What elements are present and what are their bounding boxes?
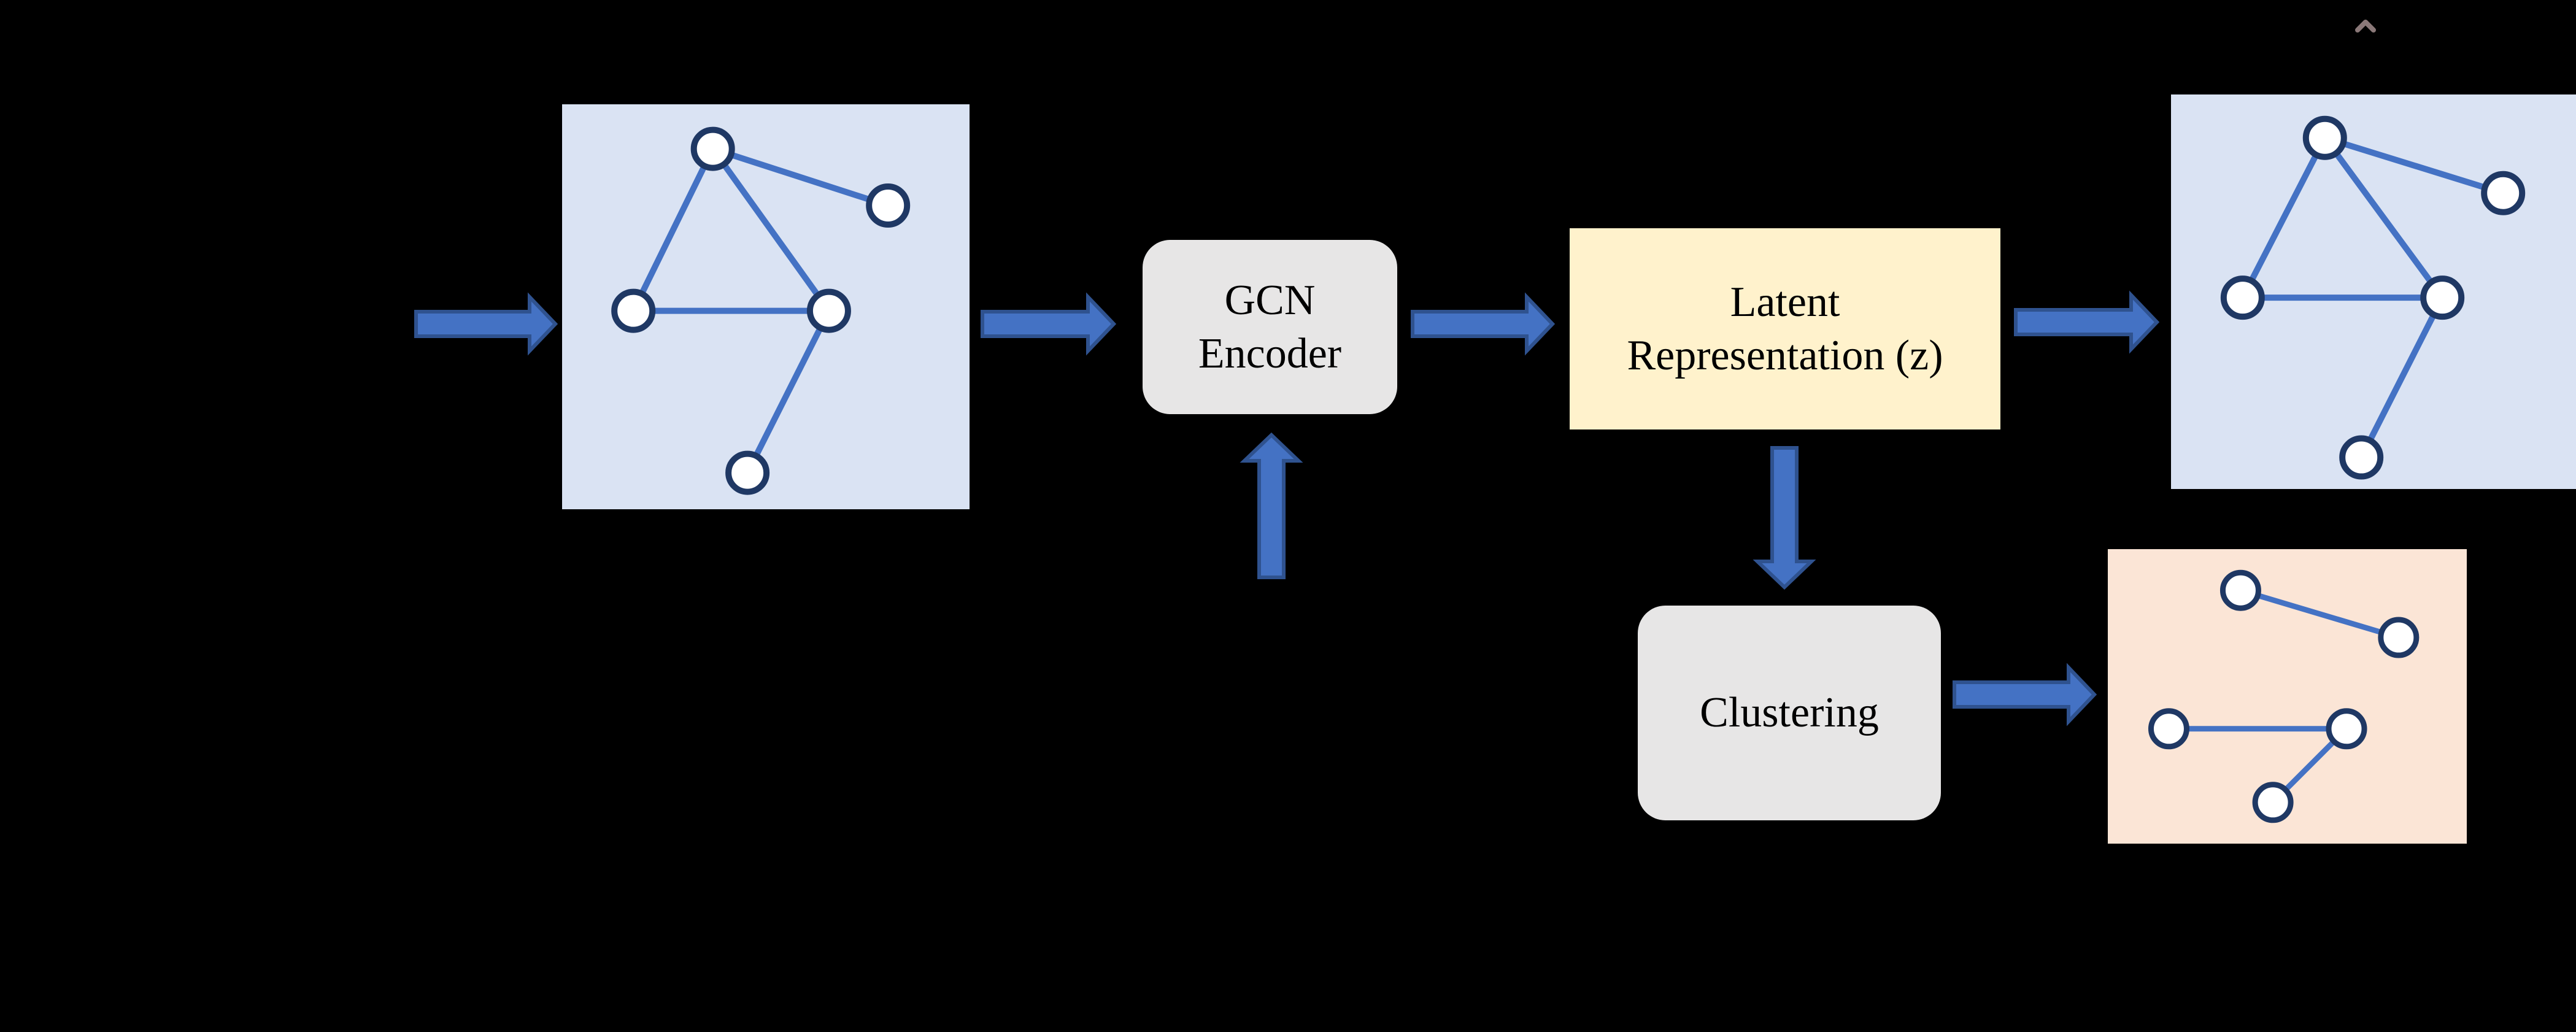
graph-node [725, 450, 770, 495]
graph-node [2252, 782, 2294, 823]
graph-node [806, 288, 851, 333]
graph-node [2326, 708, 2367, 750]
graph-node [690, 126, 735, 171]
block-arrow-shape [981, 292, 1117, 356]
graph-edge [710, 147, 831, 313]
graph-edge [630, 147, 716, 312]
latent-label-line2: Representation (z) [1627, 332, 1943, 379]
graph-edge [2324, 134, 2504, 196]
graph-to-encoder-arrow [981, 292, 1117, 356]
graph-edge [744, 309, 832, 474]
graph-node [2481, 171, 2526, 215]
block-arrow-shape [1753, 446, 1816, 590]
graph-node [2302, 115, 2347, 160]
block-arrow-shape [1953, 663, 2097, 726]
graph-edge [2358, 296, 2445, 459]
latent-representation-box: Latent Representation (z) [1570, 228, 2000, 429]
latent-label-line1: Latent [1730, 278, 1840, 326]
graph-node [2220, 275, 2265, 320]
latent-to-clustering-arrow [1753, 446, 1816, 590]
clusters-graph-panel [2108, 549, 2467, 844]
graph-node [2420, 275, 2465, 320]
block-arrow-shape [2014, 290, 2160, 354]
clustering-to-clusters-arrow [1953, 663, 2097, 726]
latent-representation-label: Latent Representation (z) [1627, 275, 1943, 383]
clustering-box: Clustering [1638, 606, 1941, 820]
graph-node [2339, 435, 2384, 480]
clustering-label: Clustering [1700, 686, 1879, 740]
block-arrow-shape [1240, 432, 1303, 579]
gcn-encoder-label-line1: GCN [1224, 276, 1316, 324]
reconstructed-graph-panel [2171, 94, 2576, 489]
graph-node [2378, 617, 2420, 658]
graph-edge [712, 145, 889, 209]
scroll-up-chevron-icon[interactable] [2355, 18, 2376, 33]
gcn-encoder-label-line2: Encoder [1198, 330, 1342, 377]
graph-node [611, 288, 656, 333]
clustering-label-line1: Clustering [1700, 689, 1879, 737]
graph-node [866, 183, 911, 228]
gcn-encoder-box: GCN Encoder [1143, 240, 1397, 414]
input-arrow [414, 292, 558, 356]
features-to-encoder-arrow [1240, 432, 1303, 579]
block-arrow-shape [414, 292, 558, 356]
latent-to-reconstructed-arrow [2014, 290, 2160, 354]
gcn-encoder-label: GCN Encoder [1198, 274, 1341, 381]
graph-edge [2240, 587, 2400, 641]
graph-node [2219, 569, 2261, 611]
block-arrow-shape [1411, 292, 1556, 356]
input-graph-panel [562, 104, 970, 509]
graph-node [2148, 708, 2189, 750]
graph-edge [2240, 136, 2328, 299]
encoder-to-latent-arrow [1411, 292, 1556, 356]
graph-edge [2322, 136, 2445, 300]
